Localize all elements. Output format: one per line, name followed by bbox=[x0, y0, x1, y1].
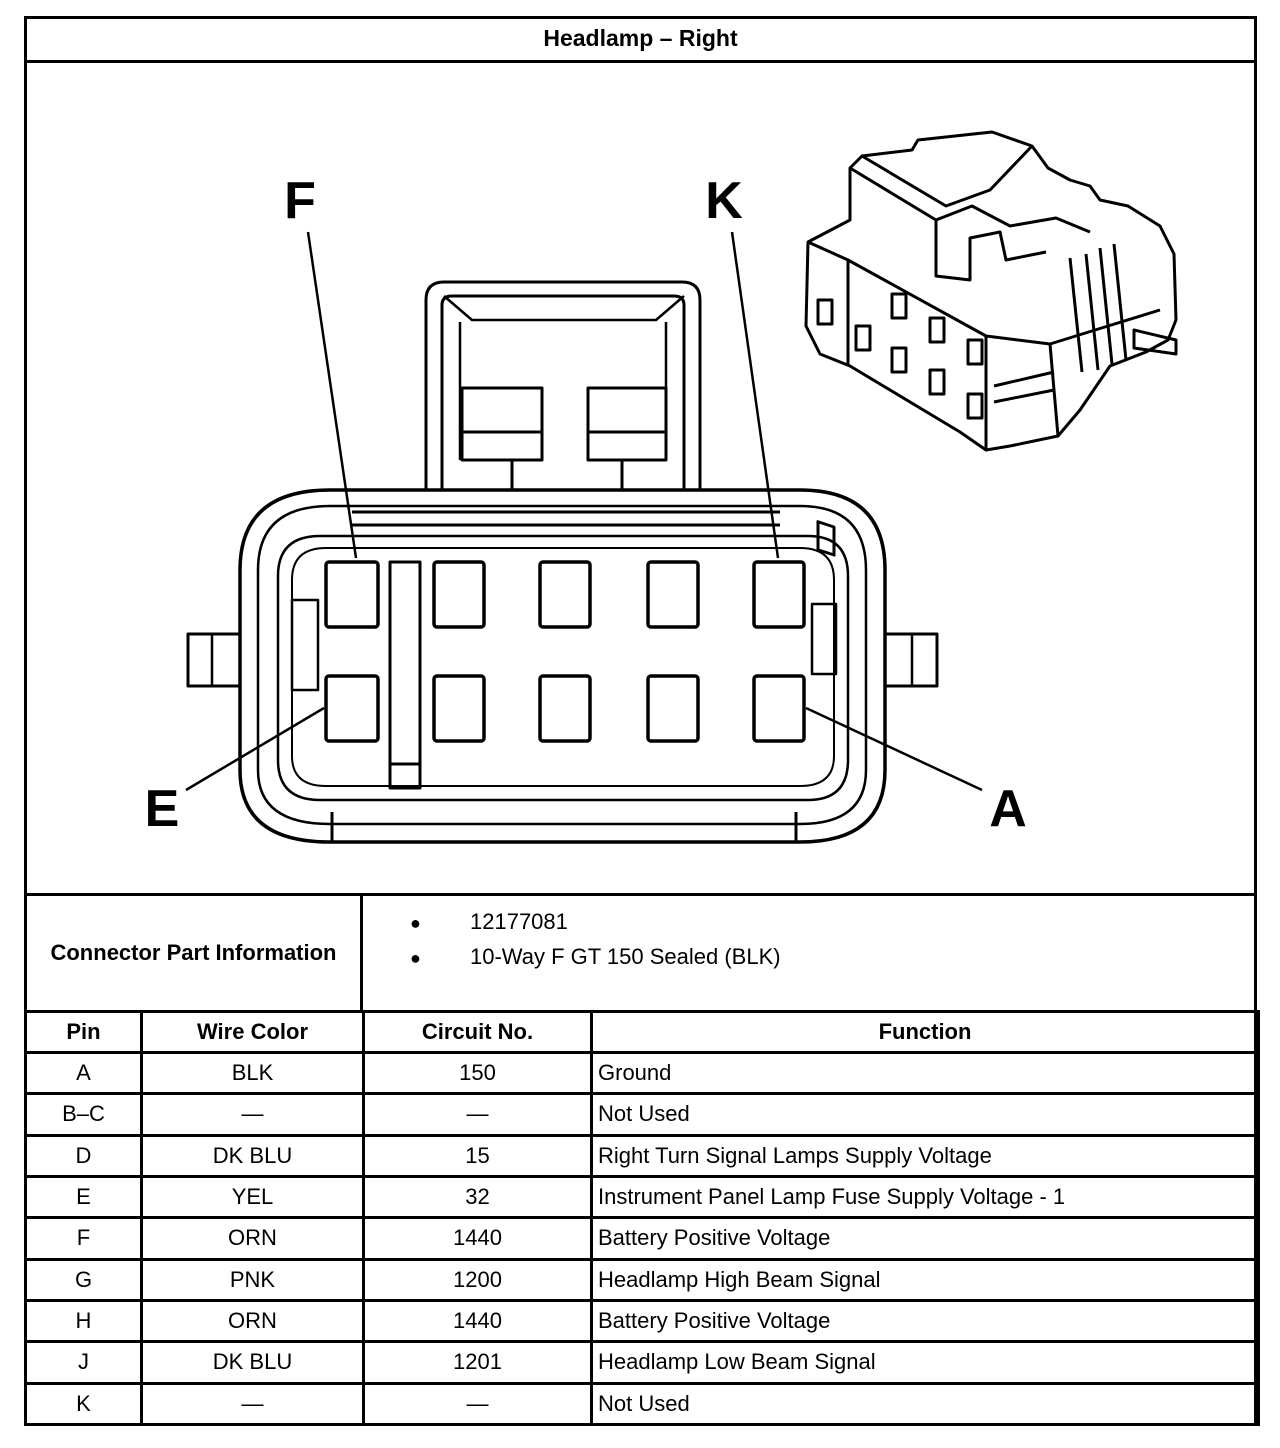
table-row: B–C——Not Used bbox=[24, 1092, 1260, 1137]
pin-cell: D bbox=[24, 1133, 143, 1178]
info-column-divider bbox=[360, 896, 363, 1010]
function-cell: Right Turn Signal Lamps Supply Voltage bbox=[590, 1133, 1260, 1178]
wire-color-cell: ORN bbox=[140, 1298, 365, 1344]
function-cell: Headlamp Low Beam Signal bbox=[590, 1340, 1260, 1385]
circuit-cell: 32 bbox=[362, 1174, 593, 1220]
pin-cell: K bbox=[24, 1381, 143, 1427]
cavity-k bbox=[752, 560, 806, 629]
connector-body bbox=[186, 488, 939, 844]
wire-color-cell: PNK bbox=[140, 1257, 365, 1302]
bullet-icon: ● bbox=[410, 913, 421, 933]
polarizing-key bbox=[388, 560, 422, 790]
wire-color-cell: — bbox=[140, 1092, 365, 1137]
section-divider bbox=[24, 893, 1257, 896]
leader-lines bbox=[185, 231, 983, 792]
label-a: A bbox=[989, 780, 1027, 838]
table-row: K——Not Used bbox=[24, 1381, 1260, 1427]
part-number: 12177081 bbox=[470, 909, 568, 934]
connector-info-item: ● 12177081 bbox=[410, 905, 781, 940]
connector-diagram: F K E A bbox=[145, 130, 1178, 844]
header-pin: Pin bbox=[24, 1010, 143, 1054]
connector-info-label: Connector Part Information bbox=[50, 940, 337, 965]
wire-color-cell: — bbox=[140, 1381, 365, 1427]
header-wire-color: Wire Color bbox=[140, 1010, 365, 1054]
cavity-d bbox=[432, 674, 486, 743]
pin-cell: H bbox=[24, 1298, 143, 1344]
wire-color-cell: BLK bbox=[140, 1050, 365, 1096]
outer-frame bbox=[24, 16, 1257, 1426]
cavity-f bbox=[324, 560, 380, 629]
connector-info-item: ● 10-Way F GT 150 Sealed (BLK) bbox=[410, 940, 781, 975]
table-header-row: Pin Wire Color Circuit No. Function bbox=[24, 1010, 1260, 1054]
bullet-icon: ● bbox=[410, 948, 421, 968]
function-cell: Ground bbox=[590, 1050, 1260, 1096]
circuit-cell: — bbox=[362, 1092, 593, 1137]
wire-color-cell: YEL bbox=[140, 1174, 365, 1220]
connector-isometric-view bbox=[804, 130, 1178, 557]
header-circuit: Circuit No. bbox=[362, 1010, 593, 1054]
cavity-j bbox=[646, 560, 700, 629]
wire-color-cell: ORN bbox=[140, 1216, 365, 1261]
cavity-a bbox=[752, 674, 806, 743]
pin-cell: E bbox=[24, 1174, 143, 1220]
pin-cavities bbox=[324, 560, 806, 743]
cavity-c bbox=[538, 674, 592, 743]
circuit-cell: — bbox=[362, 1381, 593, 1427]
pin-cell: F bbox=[24, 1216, 143, 1261]
header-function: Function bbox=[590, 1010, 1260, 1054]
connector-latch bbox=[424, 280, 702, 490]
circuit-cell: 15 bbox=[362, 1133, 593, 1178]
connector-description: 10-Way F GT 150 Sealed (BLK) bbox=[470, 944, 781, 969]
pin-cell: A bbox=[24, 1050, 143, 1096]
cavity-g bbox=[432, 560, 486, 629]
function-cell: Battery Positive Voltage bbox=[590, 1216, 1260, 1261]
circuit-cell: 1440 bbox=[362, 1298, 593, 1344]
connector-info-list: ● 12177081 ● 10-Way F GT 150 Sealed (BLK) bbox=[410, 905, 781, 975]
function-cell: Instrument Panel Lamp Fuse Supply Voltag… bbox=[590, 1174, 1260, 1220]
circuit-cell: 1440 bbox=[362, 1216, 593, 1261]
cavity-h bbox=[538, 560, 592, 629]
pin-cell: G bbox=[24, 1257, 143, 1302]
page-title: Headlamp – Right bbox=[24, 16, 1257, 63]
circuit-cell: 150 bbox=[362, 1050, 593, 1096]
label-k: K bbox=[705, 172, 743, 230]
wire-color-cell: DK BLU bbox=[140, 1340, 365, 1385]
pin-cell: B–C bbox=[24, 1092, 143, 1137]
cavity-b bbox=[646, 674, 700, 743]
label-e: E bbox=[145, 780, 180, 838]
function-cell: Battery Positive Voltage bbox=[590, 1298, 1260, 1344]
function-cell: Not Used bbox=[590, 1381, 1260, 1427]
function-cell: Headlamp High Beam Signal bbox=[590, 1257, 1260, 1302]
circuit-cell: 1201 bbox=[362, 1340, 593, 1385]
circuit-cell: 1200 bbox=[362, 1257, 593, 1302]
wire-color-cell: DK BLU bbox=[140, 1133, 365, 1178]
function-cell: Not Used bbox=[590, 1092, 1260, 1137]
pin-cell: J bbox=[24, 1340, 143, 1385]
label-f: F bbox=[284, 172, 316, 230]
cavity-e bbox=[324, 674, 380, 743]
